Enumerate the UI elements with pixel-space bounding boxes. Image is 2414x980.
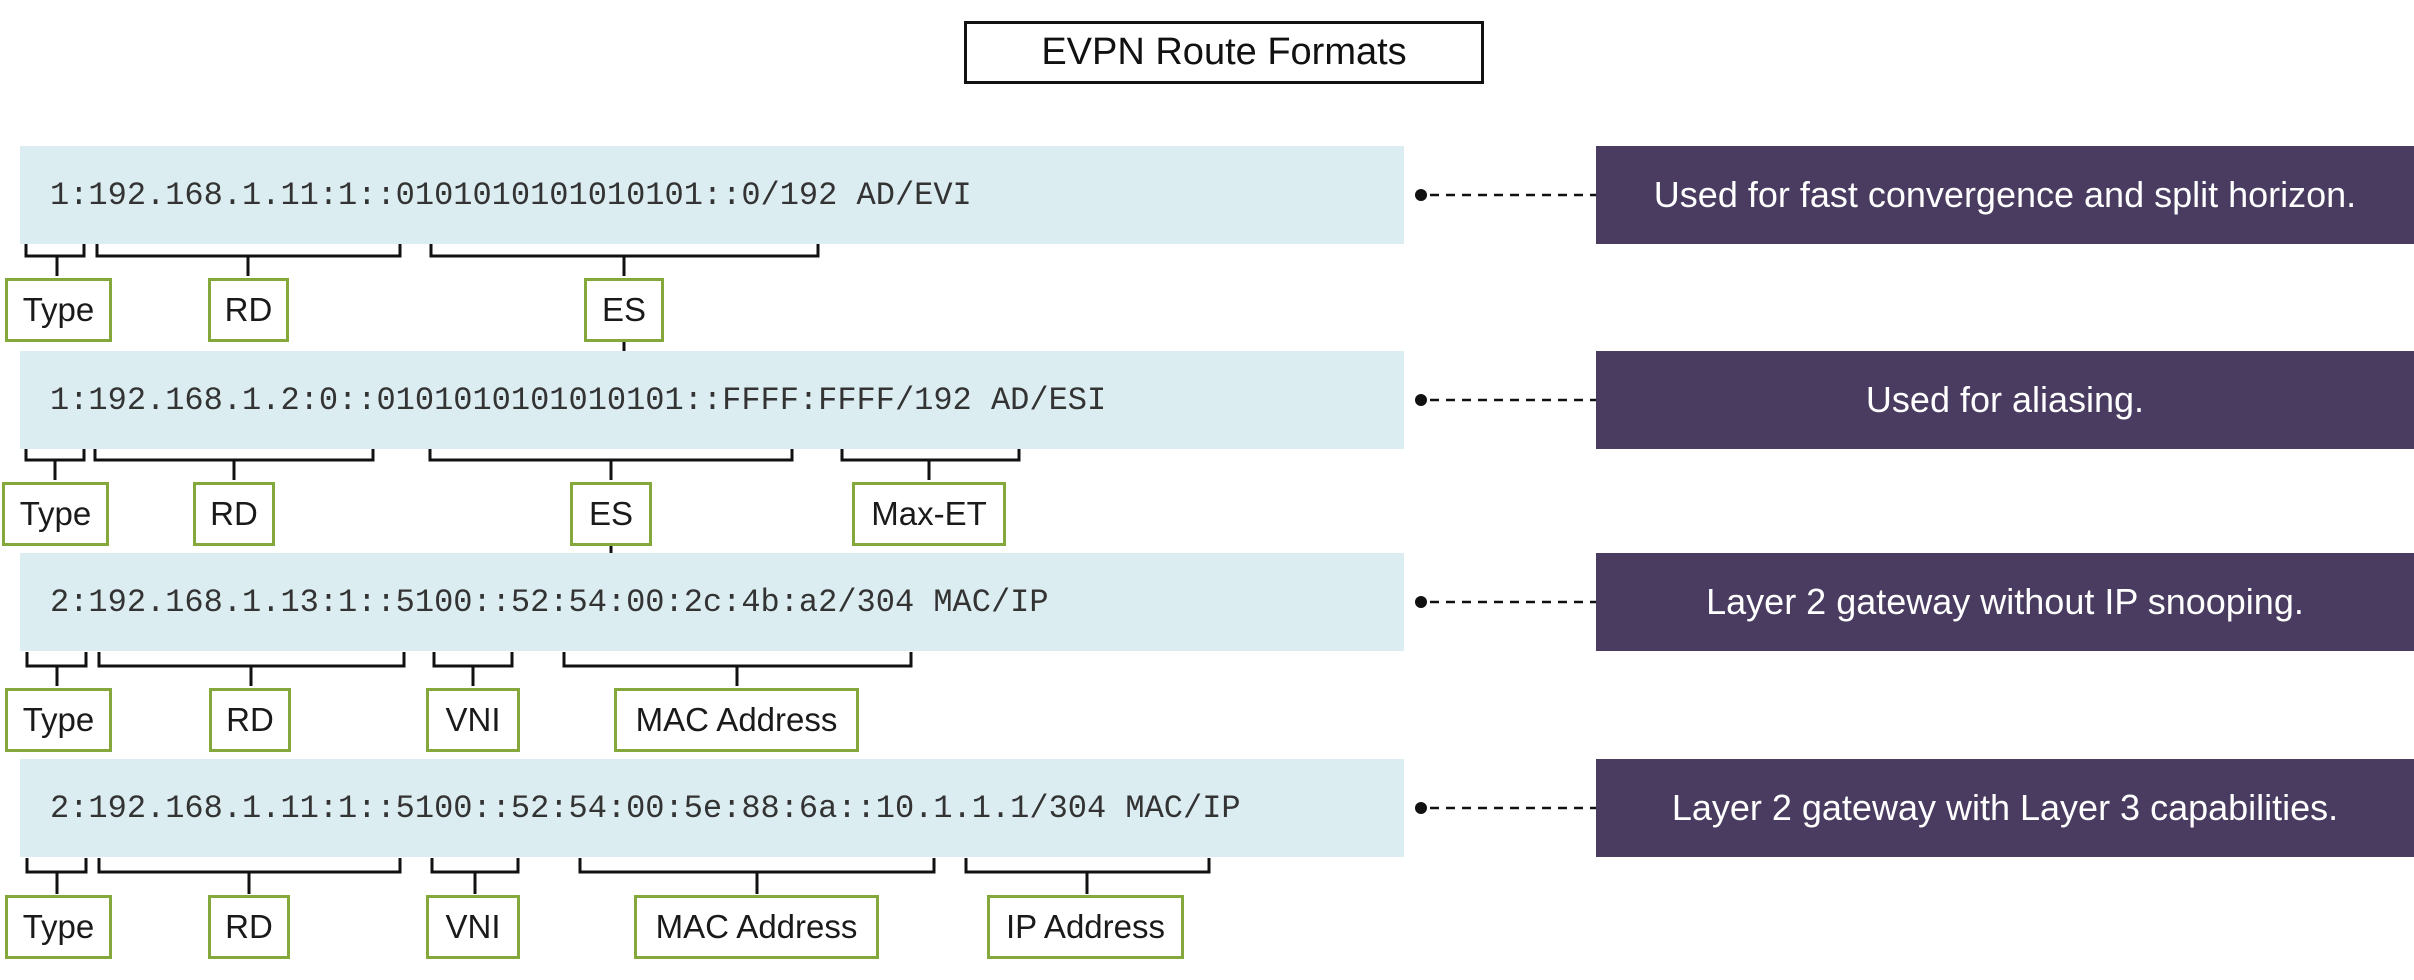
bracket-r3-rd	[97, 652, 406, 686]
leader-dot-4	[1415, 802, 1427, 814]
route-3-field-mac-address: MAC Address	[614, 688, 859, 752]
route-1-field-es: ES	[584, 278, 664, 342]
route-1-field-type: Type	[5, 278, 112, 342]
route-1: 1:192.168.1.11:1::0101010101010101::0/19…	[20, 146, 1404, 244]
route-4-field-ip-address: IP Address	[987, 895, 1184, 959]
bracket-r4-vni	[430, 858, 520, 894]
route-2-field-rd: RD	[193, 482, 275, 546]
route-4-field-vni: VNI	[426, 895, 520, 959]
route-2-description: Used for aliasing.	[1596, 351, 2414, 449]
bracket-r3-type	[25, 652, 88, 686]
diagram-title: EVPN Route Formats	[964, 21, 1484, 84]
route-4-field-rd: RD	[208, 895, 290, 959]
bracket-r2-rd	[93, 447, 375, 480]
bracket-r2-type	[24, 447, 86, 480]
route-1-field-rd: RD	[208, 278, 289, 342]
bracket-r3-vni	[432, 652, 514, 686]
bracket-r1-type	[24, 242, 86, 276]
route-4-description: Layer 2 gateway with Layer 3 capabilitie…	[1596, 759, 2414, 857]
route-2-field-es: ES	[570, 482, 652, 546]
bracket-r4-mac	[578, 858, 936, 894]
route-3: 2:192.168.1.13:1::5100::52:54:00:2c:4b:a…	[20, 553, 1404, 651]
route-3-description: Layer 2 gateway without IP snooping.	[1596, 553, 2414, 651]
leader-dot-3	[1415, 596, 1427, 608]
bracket-r1-es	[429, 242, 820, 276]
bracket-r1-rd	[95, 242, 402, 276]
route-3-field-type: Type	[5, 688, 112, 752]
bracket-r2-maxet	[840, 447, 1021, 480]
route-2: 1:192.168.1.2:0::0101010101010101::FFFF:…	[20, 351, 1404, 449]
route-3-field-rd: RD	[209, 688, 291, 752]
leader-dot-2	[1415, 394, 1427, 406]
leader-dot-1	[1415, 189, 1427, 201]
route-2-field-max-et: Max-ET	[852, 482, 1006, 546]
route-4: 2:192.168.1.11:1::5100::52:54:00:5e:88:6…	[20, 759, 1404, 857]
route-4-field-type: Type	[5, 895, 112, 959]
route-1-description: Used for fast convergence and split hori…	[1596, 146, 2414, 244]
route-4-field-mac-address: MAC Address	[634, 895, 879, 959]
bracket-r2-es	[428, 447, 794, 480]
bracket-r4-type	[25, 858, 88, 894]
bracket-r4-ip	[964, 858, 1211, 894]
bracket-r4-rd	[97, 858, 402, 894]
route-3-field-vni: VNI	[426, 688, 520, 752]
bracket-r3-mac	[562, 652, 913, 686]
route-2-field-type: Type	[2, 482, 109, 546]
